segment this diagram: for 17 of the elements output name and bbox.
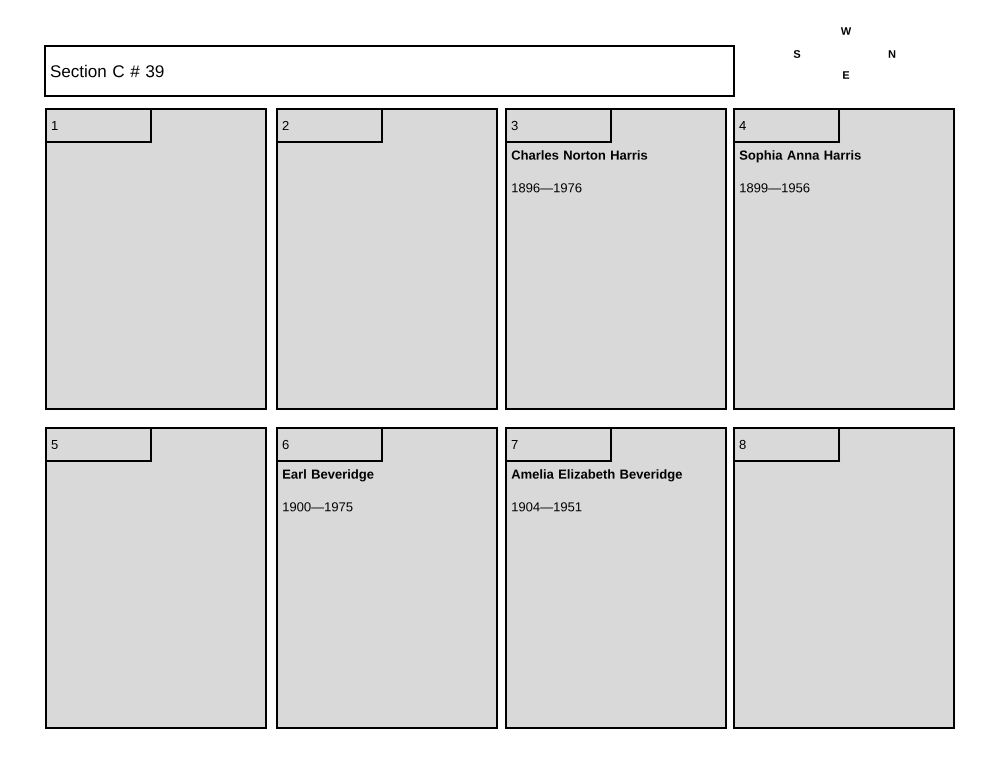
plot-box <box>45 427 267 729</box>
plot-number-tab: 6 <box>276 427 383 462</box>
compass-letter: E <box>843 71 850 79</box>
plot-box <box>45 108 267 410</box>
plot-number-tab: 1 <box>45 108 152 143</box>
title-box: Section C # 39 <box>44 45 735 97</box>
plot-number-tab: 4 <box>733 108 840 143</box>
plot-number-tab: 8 <box>733 427 840 462</box>
plot-box <box>276 108 498 410</box>
compass-letter: W <box>840 27 852 35</box>
compass-letter: S <box>794 50 800 58</box>
plot-number-tab: 2 <box>276 108 383 143</box>
plot-box <box>733 427 956 729</box>
compass-letter: N <box>888 50 896 58</box>
plot-number-tab: 7 <box>505 427 612 462</box>
plot-number-tab: 5 <box>45 427 152 462</box>
plot-number-tab: 3 <box>505 108 612 143</box>
